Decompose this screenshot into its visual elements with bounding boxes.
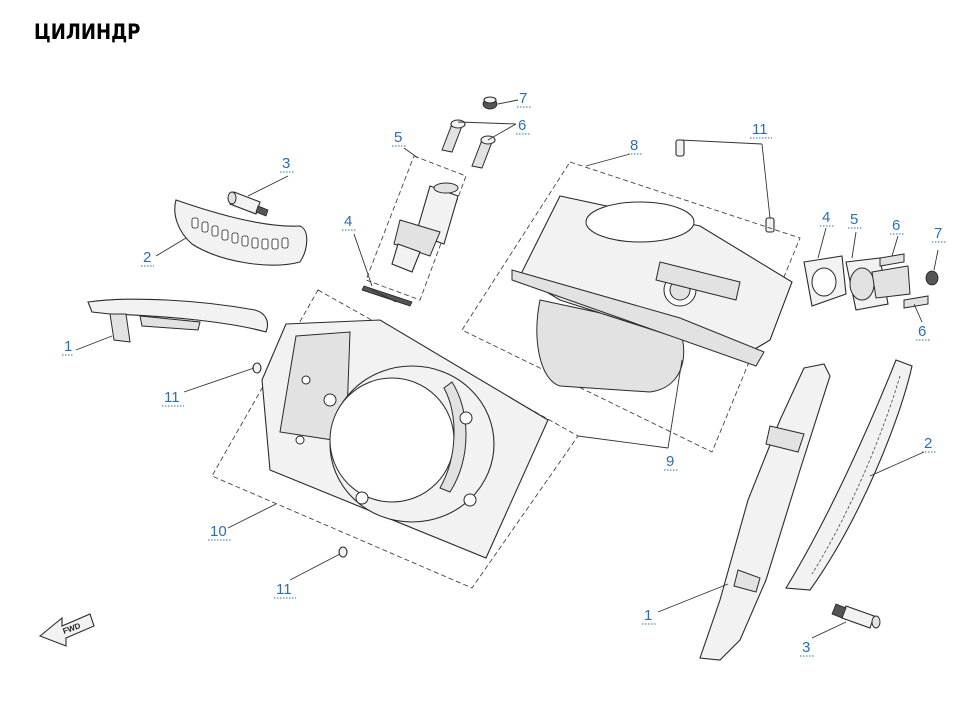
callout-11-left: 11 xyxy=(164,389,180,406)
page-title: ЦИЛИНДР xyxy=(34,20,141,44)
callout-5-left: 5 xyxy=(394,129,402,146)
callout-5-right: 5 xyxy=(850,211,858,228)
cylinder-head xyxy=(511,195,793,393)
gasket-left xyxy=(361,285,413,307)
callout-3-right: 3 xyxy=(802,639,810,656)
callout-1-right: 1 xyxy=(644,607,652,624)
cylinder-head-outline xyxy=(461,161,801,453)
cylinder-outline xyxy=(211,289,579,589)
cylinder-block xyxy=(261,319,549,559)
callout-4-right: 4 xyxy=(822,209,830,226)
callout-11-bottom: 11 xyxy=(276,581,292,598)
callout-10: 10 xyxy=(210,523,227,540)
callout-6-right-bottom: 6 xyxy=(918,323,926,340)
tensioner-shoe-left xyxy=(174,199,308,266)
pin-right xyxy=(831,603,881,629)
pin-left xyxy=(227,191,269,217)
callout-6-right-top: 6 xyxy=(892,217,900,234)
callout-6-top: 6 xyxy=(518,117,526,134)
chain-guide-right xyxy=(699,363,831,661)
bolts-right xyxy=(879,253,939,309)
callouts: 1 2 3 4 5 6 7 8 11 4 5 6 7 6 11 9 2 10 xyxy=(62,90,946,657)
tensioner-body-right xyxy=(845,257,911,311)
forward-arrow-icon: FWD xyxy=(38,613,95,647)
callout-2-left: 2 xyxy=(143,249,151,266)
gasket-right xyxy=(803,255,847,307)
bolts-top xyxy=(441,96,498,169)
tensioner-assembly xyxy=(365,155,467,301)
callout-9: 9 xyxy=(666,453,674,470)
callout-1-left: 1 xyxy=(64,338,72,355)
tensioner-shoe-right xyxy=(785,359,913,591)
leader-lines xyxy=(75,99,939,639)
chain-guide-left xyxy=(87,298,269,343)
callout-2-right: 2 xyxy=(924,435,932,452)
callout-4-left: 4 xyxy=(344,213,352,230)
callout-7-right: 7 xyxy=(934,225,942,242)
callout-11-top: 11 xyxy=(752,121,768,138)
dowel-pins xyxy=(252,139,775,558)
callout-3-left: 3 xyxy=(282,155,290,172)
callout-8: 8 xyxy=(630,137,638,154)
callout-7-top: 7 xyxy=(519,90,527,107)
